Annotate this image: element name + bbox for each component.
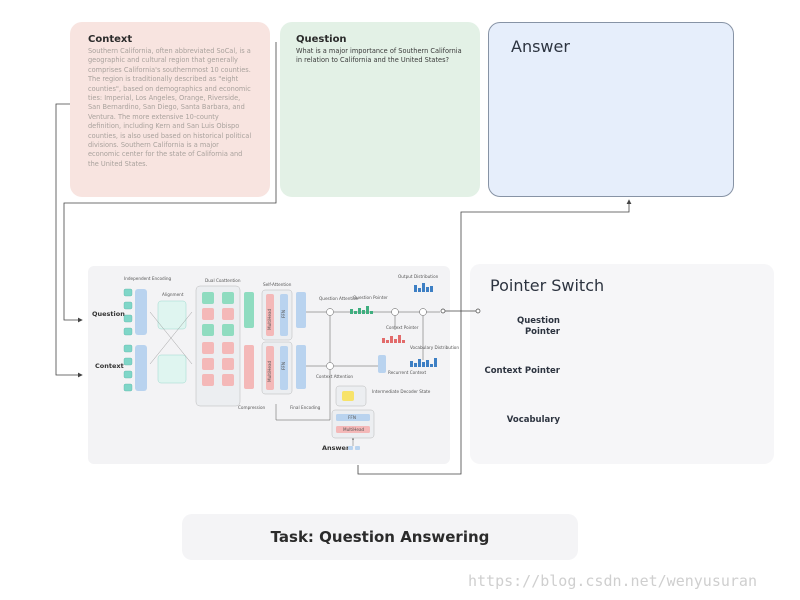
question-pointer-label: Question Pointer [517, 316, 560, 337]
question-attention-label: Question Attention [319, 296, 359, 301]
question-attention-node [326, 308, 334, 316]
ffn-label-bottom: FFN [281, 362, 286, 370]
context-row-label: Context [95, 362, 124, 370]
multihead-label-top: MultiHead [267, 308, 272, 330]
context-title: Context [88, 34, 133, 45]
context-text: Southern California, often abbreviated S… [88, 47, 252, 168]
question-title: Question [296, 34, 347, 45]
compression-label: Compression [238, 405, 266, 410]
task-card: Task: Question Answering [182, 514, 578, 560]
mix-node-1 [391, 308, 399, 316]
switch-node-left [440, 308, 446, 314]
output-distribution [414, 283, 433, 292]
question-pointer-diagram-label: Question Pointer [353, 295, 388, 300]
context-attention-label: Context Attention [316, 374, 353, 379]
decoder-ffn-label: FFN [348, 415, 356, 420]
self-attention-blocks [244, 289, 306, 395]
question-pointer-distribution [350, 306, 373, 314]
dual-coattention-label: Dual Coattention [205, 278, 241, 283]
alignment-label: Alignment [162, 292, 184, 297]
final-encoding-label: Final Encoding [290, 405, 321, 410]
vocabulary-label: Vocabulary [506, 415, 560, 425]
decoder-ffn-block [336, 414, 370, 421]
alignment-grid [157, 300, 187, 384]
pointer-switch-card: Pointer Switch Question Pointer Context … [470, 264, 774, 464]
multihead-label-bottom: MultiHead [267, 360, 272, 382]
recurrent-context-block [378, 355, 386, 373]
answer-title: Answer [511, 37, 570, 56]
decoder-state-block [342, 391, 354, 401]
self-attention-label: Self-Attention [263, 282, 292, 287]
independent-encoding-blocks [123, 288, 133, 392]
question-card: Question What is a major importance of S… [280, 22, 480, 197]
alignment-cross-lines [149, 311, 193, 365]
answer-card: Answer [488, 22, 734, 197]
coattention-blocks [195, 285, 241, 407]
context-attention-node [326, 362, 334, 370]
vocabulary-distribution-label: Vocabulary Distribution [410, 345, 459, 350]
context-card: Context Southern California, often abbre… [70, 22, 270, 197]
context-connector [55, 103, 83, 378]
mix-node-2 [419, 308, 427, 316]
encoding-side-blocks [135, 289, 147, 391]
context-pointer-label: Context Pointer [484, 366, 560, 376]
answer-row-label: Answer [322, 444, 350, 452]
question-connector [63, 42, 277, 323]
independent-encoding-label: Independent Encoding [124, 276, 172, 281]
context-pointer-diagram-label: Context Pointer [386, 325, 419, 330]
answer-connector [357, 199, 632, 475]
watermark-url: https://blog.csdn.net/wenyusuran [468, 572, 757, 590]
connector-lines [55, 42, 632, 475]
switch-node-right [475, 308, 481, 314]
task-title: Task: Question Answering [270, 528, 490, 546]
intermediate-decoder-state-label: Intermediate Decoder State [372, 389, 431, 394]
decoder-multihead-block [336, 426, 370, 433]
context-pointer-distribution [382, 335, 405, 343]
answer-token-blocks [348, 446, 360, 450]
vocabulary-distribution [410, 358, 437, 367]
question-row-label: Question [92, 310, 125, 318]
output-distribution-label: Output Distribution [398, 274, 439, 279]
question-text: What is a major importance of Southern C… [296, 47, 462, 65]
recurrent-context-label: Recurrent Context [388, 370, 426, 375]
pointer-switch-title: Pointer Switch [490, 276, 605, 295]
ffn-label-top: FFN [281, 310, 286, 318]
decoder-multihead-label: MultiHead [343, 427, 365, 432]
